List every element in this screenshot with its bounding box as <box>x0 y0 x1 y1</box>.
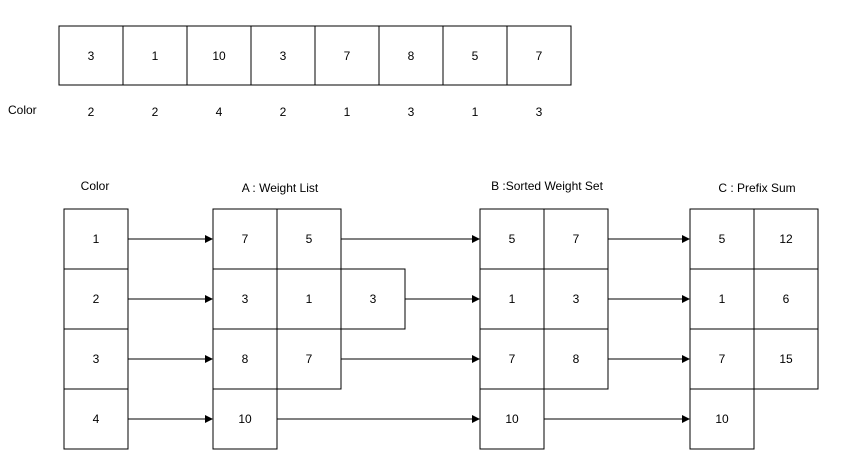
weight-list-cell <box>276 268 342 330</box>
arrows-weight-to-sorted <box>277 235 480 423</box>
weight-list-value: 10 <box>238 412 252 426</box>
sorted-set-value: 8 <box>573 352 580 366</box>
top-array-cell <box>186 25 252 86</box>
top-array-value: 5 <box>472 49 479 63</box>
top-array-value: 1 <box>152 49 159 63</box>
top-array-value: 7 <box>344 49 351 63</box>
weight-list-value: 3 <box>370 292 377 306</box>
prefix-sum-value: 1 <box>719 292 726 306</box>
sorted-set-cell <box>479 208 545 270</box>
top-array-cell <box>506 25 572 86</box>
top-array-cell <box>442 25 508 86</box>
prefix-sum-value: 15 <box>779 352 793 366</box>
prefix-sum: 5 12 1 6 7 15 10 <box>689 208 819 450</box>
top-color-value: 1 <box>344 105 351 119</box>
weight-list-title: A : Weight List <box>242 181 319 195</box>
weight-list-cell <box>340 268 406 330</box>
prefix-sum-value: 10 <box>715 412 729 426</box>
color-table-value: 4 <box>93 412 100 426</box>
top-array-value: 10 <box>212 49 226 63</box>
weight-list-cell <box>212 328 278 390</box>
top-array: 3 1 10 3 7 8 5 7 <box>58 25 572 86</box>
top-color-value: 2 <box>88 105 95 119</box>
weight-list-value: 1 <box>306 292 313 306</box>
top-color-value: 1 <box>472 105 479 119</box>
weight-list-value: 3 <box>242 292 249 306</box>
color-table: 1 2 3 4 <box>63 208 129 450</box>
top-color-row: Color 2 2 4 2 1 3 1 3 <box>8 103 543 119</box>
weight-list-value: 5 <box>306 232 313 246</box>
weight-list-cell <box>276 328 342 390</box>
prefix-sum-value: 12 <box>779 232 793 246</box>
sorted-weight-set: 5 7 1 3 7 8 10 <box>479 208 609 450</box>
sorted-set-title: B :Sorted Weight Set <box>491 179 604 193</box>
top-array-value: 8 <box>408 49 415 63</box>
sorted-set-value: 5 <box>509 232 516 246</box>
prefix-sum-title: C : Prefix Sum <box>718 181 795 195</box>
sorted-set-cell <box>543 208 609 270</box>
top-array-value: 3 <box>88 49 95 63</box>
top-color-label: Color <box>8 103 37 117</box>
sorted-set-value: 10 <box>505 412 519 426</box>
top-array-cell <box>378 25 444 86</box>
sorted-set-cell <box>479 268 545 330</box>
weight-list-value: 7 <box>242 232 249 246</box>
top-array-value: 7 <box>536 49 543 63</box>
top-color-value: 3 <box>536 105 543 119</box>
top-color-value: 4 <box>216 105 223 119</box>
prefix-sum-cell <box>689 208 755 270</box>
sorted-set-value: 3 <box>573 292 580 306</box>
sorted-set-value: 1 <box>509 292 516 306</box>
prefix-sum-value: 7 <box>719 352 726 366</box>
prefix-sum-cell <box>753 208 819 270</box>
color-table-value: 3 <box>93 352 100 366</box>
arrows-sorted-to-prefix <box>544 235 690 423</box>
prefix-sum-cell <box>753 268 819 330</box>
top-color-value: 2 <box>280 105 287 119</box>
sorted-set-cell <box>479 388 545 450</box>
top-array-cell <box>122 25 188 86</box>
top-color-value: 3 <box>408 105 415 119</box>
color-table-cell <box>63 388 129 450</box>
weight-list-cell <box>212 388 278 450</box>
color-table-value: 1 <box>93 232 100 246</box>
weight-list-value: 8 <box>242 352 249 366</box>
top-array-cell <box>58 25 124 86</box>
prefix-sum-value: 5 <box>719 232 726 246</box>
prefix-sum-cell <box>753 328 819 390</box>
arrows-color-to-weight <box>128 235 213 423</box>
weight-list: 7 5 3 1 3 8 7 10 <box>212 208 406 450</box>
sorted-set-value: 7 <box>573 232 580 246</box>
sorted-set-cell <box>479 328 545 390</box>
prefix-sum-value: 6 <box>783 292 790 306</box>
top-array-cell <box>314 25 380 86</box>
weight-list-value: 7 <box>306 352 313 366</box>
prefix-sum-cell <box>689 388 755 450</box>
top-color-value: 2 <box>152 105 159 119</box>
color-table-title: Color <box>81 179 110 193</box>
color-table-cell <box>63 268 129 330</box>
color-table-value: 2 <box>93 292 100 306</box>
top-array-value: 3 <box>280 49 287 63</box>
sorted-set-value: 7 <box>509 352 516 366</box>
weight-list-cell <box>276 208 342 270</box>
